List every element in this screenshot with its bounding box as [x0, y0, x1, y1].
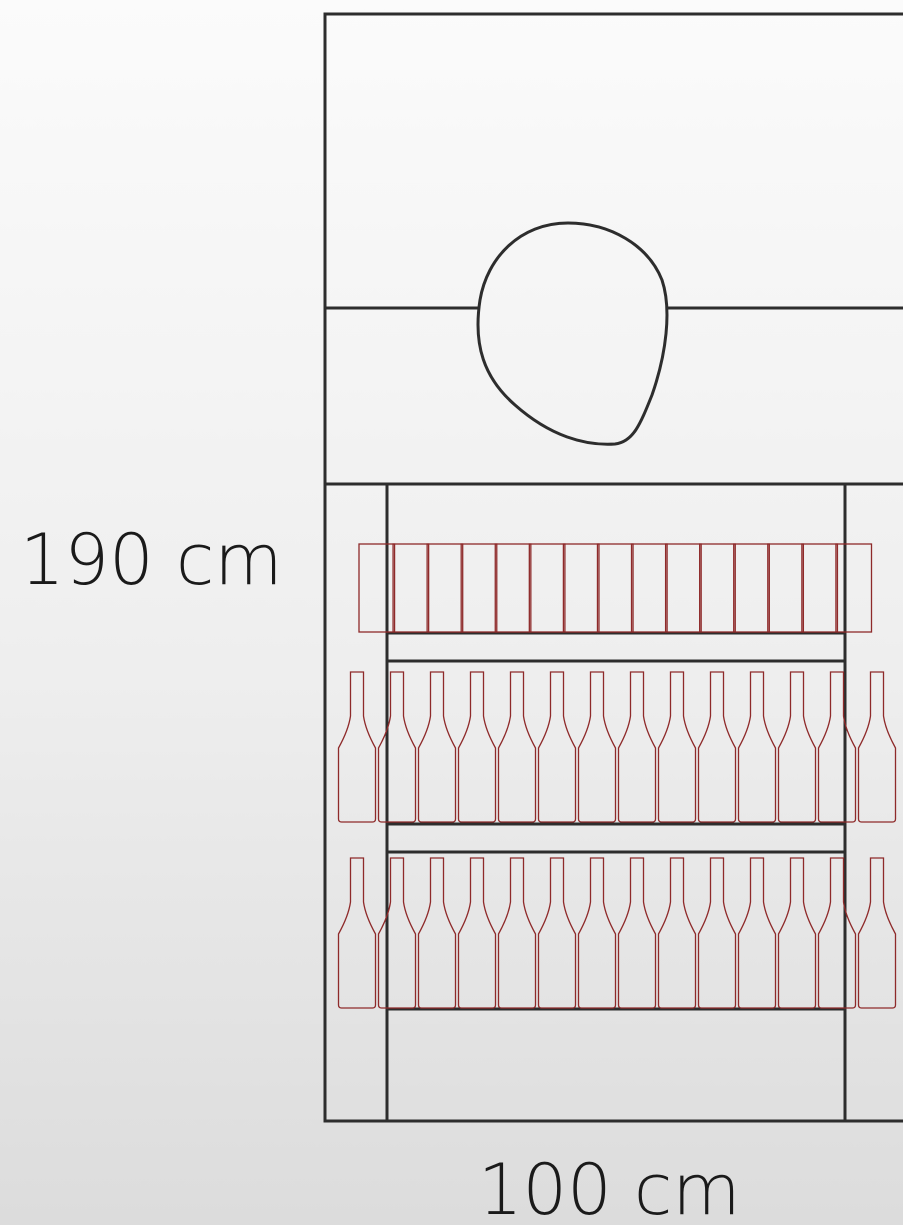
bottom-row-bottles [337, 857, 897, 1009]
height-dimension-label: 190 cm [20, 519, 283, 601]
stacked-item [699, 543, 736, 633]
bottle [857, 671, 897, 823]
bottle [617, 857, 657, 1009]
stacked-item [801, 543, 839, 633]
bottle [857, 857, 897, 1009]
stacked-item [596, 543, 634, 633]
bottle [697, 857, 737, 1009]
bottle [497, 857, 537, 1009]
mirror-shape [476, 221, 669, 446]
bottle [737, 857, 777, 1009]
stacked-item [358, 543, 396, 633]
bottle [657, 857, 697, 1009]
bottle [577, 671, 617, 823]
stacked-item [392, 543, 430, 633]
bottle [817, 857, 857, 1009]
bottle [337, 671, 377, 823]
bottle [457, 671, 497, 823]
bottle [337, 857, 377, 1009]
stacked-item [664, 543, 702, 633]
bottle [377, 671, 417, 823]
bottle [817, 671, 857, 823]
bottle [777, 671, 817, 823]
stacked-item [528, 543, 566, 633]
bottle [497, 671, 537, 823]
bottle [617, 671, 657, 823]
cabinet-outer-frame [323, 12, 903, 1123]
bottle [777, 857, 817, 1009]
shelf-middle [385, 822, 847, 854]
stacked-item [733, 543, 770, 633]
stacked-item [767, 543, 805, 633]
middle-row-bottles [337, 671, 897, 823]
bottle [697, 671, 737, 823]
bottle [537, 671, 577, 823]
stacked-item [562, 543, 600, 633]
width-dimension-label: 100 cm [478, 1149, 741, 1225]
bottle [417, 671, 457, 823]
stacked-item [630, 543, 668, 633]
bottle [577, 857, 617, 1009]
stacked-item [494, 543, 532, 633]
stacked-item [426, 543, 464, 633]
shelf-top [385, 631, 847, 663]
bottle [377, 857, 417, 1009]
bottle [417, 857, 457, 1009]
stacked-item [835, 543, 873, 633]
top-row-items [358, 543, 873, 633]
bottle [737, 671, 777, 823]
stacked-item [460, 543, 498, 633]
bottle [657, 671, 697, 823]
bottle [457, 857, 497, 1009]
bottle [537, 857, 577, 1009]
